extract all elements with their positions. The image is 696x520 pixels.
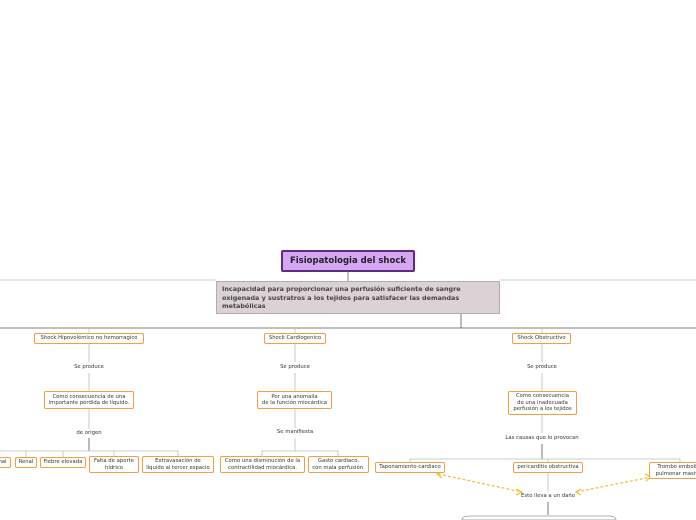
obstructive-link-produce: Se produce [527, 364, 557, 370]
cardiogenic-cause-topic[interactable]: Por una anomalía de la función miocárdic… [257, 391, 332, 409]
obstructive-link-causes: Las causas que lo provocan [505, 435, 579, 441]
hypovolemic-cause-topic[interactable]: Como consecuencia de una importante pérd… [44, 391, 134, 409]
cardiac-output-topic[interactable]: Gasto cardiaco, con mala perfusión. [308, 456, 369, 473]
contractility-topic[interactable]: Como una disminución de la contractilida… [220, 456, 305, 473]
obstructive-shock-topic[interactable]: Shock Obstructivo [512, 333, 571, 344]
origin-fluid-intake-topic[interactable]: Falta de aporte hídrico [89, 456, 139, 473]
definition-topic[interactable]: Incapacidad para proporcionar una perfus… [216, 281, 500, 314]
hypovolemic-shock-topic[interactable]: Shock Hipovolémico no hemorragico [34, 333, 144, 344]
origin-third-space-topic[interactable]: Extravasación de líquido al tercer espac… [142, 456, 214, 473]
origin-fever-topic[interactable]: Fiebre elevada [40, 457, 86, 468]
cardiac-tamponade-topic[interactable]: Taponamiento cardiaco [375, 462, 445, 473]
root-topic[interactable]: Fisiopatologia del shock [281, 250, 415, 272]
cardiogenic-link-manifest: Se manifiesta [276, 429, 314, 435]
origin-topic-partial[interactable]: nal [0, 457, 11, 468]
cardiogenic-shock-topic[interactable]: Shock Cardiogenico [264, 333, 326, 344]
pulmonary-embolism-topic[interactable]: Trombo emboli pulmonar masiv [649, 462, 696, 479]
hypovolemic-link-origin: de origen [76, 430, 102, 436]
origin-renal-topic[interactable]: Renal [15, 457, 37, 468]
cardiogenic-link-produce: Se produce [280, 364, 310, 370]
obstructive-cause-topic[interactable]: Como consecuencia de una inadecuada perf… [508, 391, 577, 415]
damage-result-label: Esto lleva a un daño [521, 493, 575, 499]
hypovolemic-link-produce: Se produce [74, 364, 104, 370]
obstructive-pericarditis-topic[interactable]: pericarditis obstructiva [513, 462, 583, 473]
